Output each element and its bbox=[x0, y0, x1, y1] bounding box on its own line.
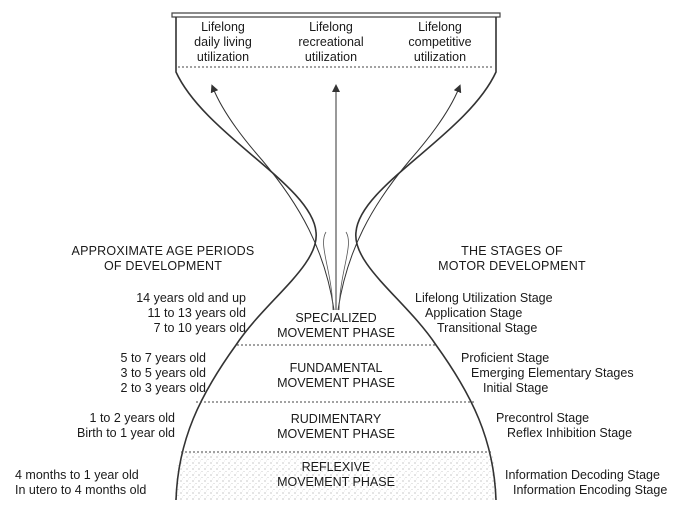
age-period: 11 to 13 years old bbox=[147, 306, 246, 320]
phase-name: MOVEMENT PHASE bbox=[277, 475, 395, 489]
stages-rudimentary: Precontrol Stage Reflex Inhibition Stage bbox=[496, 411, 632, 441]
stage-label: Emerging Elementary Stages bbox=[471, 366, 634, 380]
stage-label: Proficient Stage bbox=[461, 351, 550, 365]
stage-label: Lifelong Utilization Stage bbox=[415, 291, 553, 305]
phase-name: FUNDAMENTAL bbox=[289, 361, 383, 375]
label-line: Lifelong bbox=[418, 20, 462, 34]
ages-reflexive: 4 months to 1 year old In utero to 4 mon… bbox=[15, 468, 146, 498]
stages-fundamental: Proficient Stage Emerging Elementary Sta… bbox=[461, 351, 634, 396]
age-period: Birth to 1 year old bbox=[77, 426, 175, 440]
utilization-competitive: Lifelong competitive utilization bbox=[408, 20, 471, 65]
label-line: Lifelong bbox=[201, 20, 245, 34]
label-line: utilization bbox=[413, 50, 467, 64]
phase-name: RUDIMENTARY bbox=[290, 412, 382, 426]
arrow-daily-living bbox=[210, 84, 335, 311]
phase-specialized: SPECIALIZED MOVEMENT PHASE bbox=[277, 311, 395, 341]
right-heading: THE STAGES OF MOTOR DEVELOPMENT bbox=[438, 244, 586, 274]
phase-name: SPECIALIZED bbox=[295, 311, 377, 325]
age-period: 5 to 7 years old bbox=[120, 351, 206, 365]
utilization-daily-living: Lifelong daily living utilization bbox=[194, 20, 252, 65]
stage-label: Reflex Inhibition Stage bbox=[507, 426, 633, 440]
hourglass-left-outline bbox=[175, 17, 317, 501]
age-period: 1 to 2 years old bbox=[89, 411, 175, 425]
label-line: utilization bbox=[304, 50, 358, 64]
left-heading: APPROXIMATE AGE PERIODS OF DEVELOPMENT bbox=[72, 244, 255, 274]
stage-label: Initial Stage bbox=[483, 381, 549, 395]
age-period: 2 to 3 years old bbox=[120, 381, 206, 395]
arrow-competitive bbox=[337, 84, 462, 311]
phase-name: MOVEMENT PHASE bbox=[277, 326, 395, 340]
stages-specialized: Lifelong Utilization Stage Application S… bbox=[415, 291, 553, 336]
label-line: daily living bbox=[194, 35, 252, 49]
heading-line: THE STAGES OF bbox=[461, 244, 563, 258]
phase-name: REFLEXIVE bbox=[301, 460, 371, 474]
age-period: 14 years old and up bbox=[136, 291, 246, 305]
strand bbox=[338, 231, 349, 311]
age-period: 7 to 10 years old bbox=[153, 321, 246, 335]
utilization-recreational: Lifelong recreational utilization bbox=[298, 20, 363, 65]
strand bbox=[323, 231, 334, 311]
ages-rudimentary: 1 to 2 years old Birth to 1 year old bbox=[77, 411, 175, 441]
label-line: competitive bbox=[408, 35, 472, 49]
age-period: In utero to 4 months old bbox=[15, 483, 147, 497]
heading-line: APPROXIMATE AGE PERIODS bbox=[71, 244, 255, 258]
label-line: utilization bbox=[196, 50, 250, 64]
hourglass-right-outline bbox=[355, 17, 497, 501]
label-line: Lifelong bbox=[309, 20, 353, 34]
stage-label: Transitional Stage bbox=[437, 321, 538, 335]
age-period: 4 months to 1 year old bbox=[15, 468, 139, 482]
phase-reflexive: REFLEXIVE MOVEMENT PHASE bbox=[277, 460, 395, 490]
ages-specialized: 14 years old and up 11 to 13 years old 7… bbox=[136, 291, 246, 336]
phase-rudimentary: RUDIMENTARY MOVEMENT PHASE bbox=[277, 412, 395, 442]
heading-line: OF DEVELOPMENT bbox=[103, 259, 223, 273]
heading-line: MOTOR DEVELOPMENT bbox=[438, 259, 586, 273]
label-line: recreational bbox=[298, 35, 364, 49]
ages-fundamental: 5 to 7 years old 3 to 5 years old 2 to 3… bbox=[121, 351, 206, 396]
phase-name: MOVEMENT PHASE bbox=[277, 376, 395, 390]
reflexive-stipple bbox=[175, 452, 497, 500]
stage-label: Application Stage bbox=[425, 306, 523, 320]
stage-label: Information Encoding Stage bbox=[513, 483, 668, 497]
phase-fundamental: FUNDAMENTAL MOVEMENT PHASE bbox=[277, 361, 395, 391]
stage-label: Precontrol Stage bbox=[496, 411, 590, 425]
stages-reflexive: Information Decoding Stage Information E… bbox=[505, 468, 667, 498]
age-period: 3 to 5 years old bbox=[120, 366, 206, 380]
stage-label: Information Decoding Stage bbox=[505, 468, 660, 482]
top-rim bbox=[171, 12, 501, 18]
phase-name: MOVEMENT PHASE bbox=[277, 427, 395, 441]
